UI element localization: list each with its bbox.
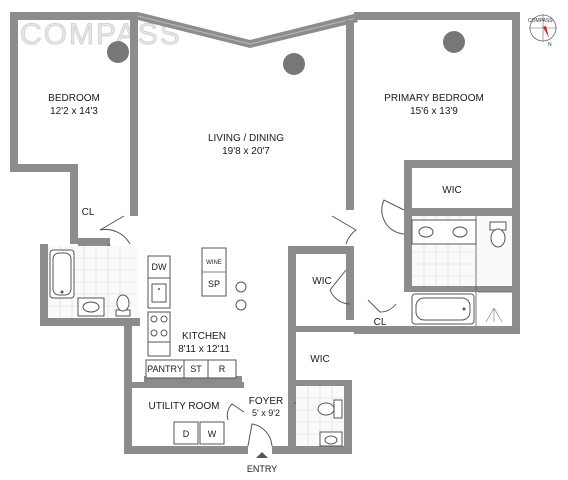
foyer-powder-room	[296, 386, 344, 447]
primary-bedroom-name: PRIMARY BEDROOM	[384, 93, 484, 104]
primary-bathroom	[411, 216, 512, 326]
left-bathroom	[48, 246, 138, 318]
refrigerator-label: R	[219, 364, 226, 374]
wic-foyer-label: WIC	[310, 354, 329, 365]
foyer-size: 5' x 9'2	[252, 408, 280, 418]
kitchen-name: KITCHEN	[182, 331, 226, 342]
bedroom-name: BEDROOM	[48, 93, 100, 104]
washer	[199, 421, 225, 445]
exterior-walls	[10, 12, 520, 454]
wine-label: WINE	[206, 260, 222, 266]
stove-label: ST	[190, 364, 202, 374]
closet-right-label: CL	[374, 317, 387, 328]
compass-rose-label: COMPASS	[528, 18, 553, 24]
entry-arrow-icon	[256, 452, 268, 458]
closet-left-label: CL	[82, 207, 95, 218]
sp-label: SP	[208, 279, 220, 289]
utility-room-name: UTILITY ROOM	[149, 401, 220, 412]
column	[283, 53, 305, 75]
door-swings	[95, 199, 405, 447]
bedroom-size: 12'2 x 14'3	[50, 106, 98, 117]
primary-bedroom-size: 15'6 x 13'9	[410, 106, 458, 117]
kitchen-fixtures	[145, 247, 247, 379]
pantry-label: PANTRY	[147, 364, 183, 374]
compass-rose-marker: N	[548, 42, 552, 48]
dryer-label: D	[183, 429, 190, 439]
living-size: 19'8 x 20'7	[222, 146, 270, 157]
foyer-name: FOYER	[249, 396, 283, 407]
living-name: LIVING / DINING	[208, 133, 284, 144]
column	[107, 41, 129, 63]
column	[443, 31, 465, 53]
entry-label: ENTRY	[247, 464, 277, 474]
compass-rose-icon: COMPASS N	[528, 14, 557, 48]
washer-label: W	[208, 429, 217, 439]
wic-mid-label: WIC	[312, 276, 331, 287]
dishwasher-label: DW	[152, 262, 167, 272]
wic-primary-label: WIC	[442, 185, 461, 196]
kitchen-size: 8'11 x 12'11	[178, 344, 230, 355]
dryer	[173, 421, 199, 445]
